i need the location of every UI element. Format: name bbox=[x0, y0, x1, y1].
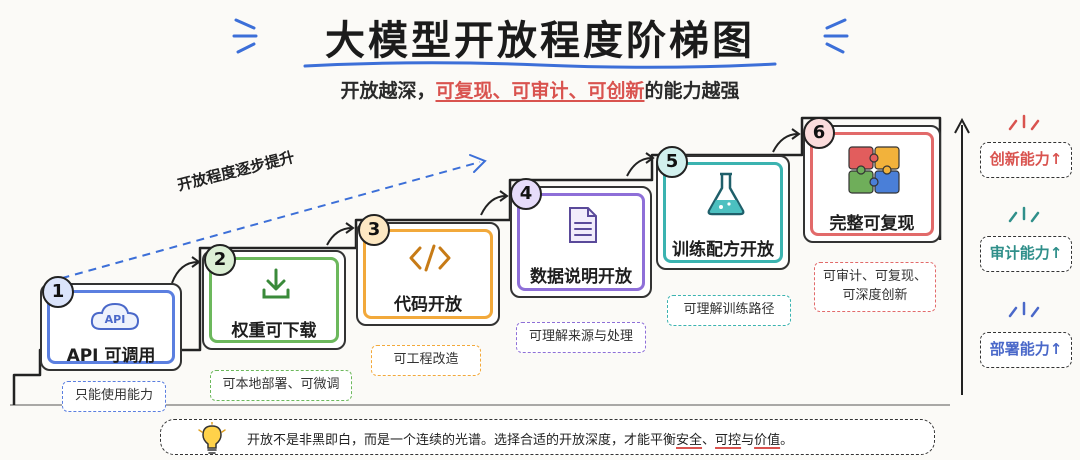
document-icon bbox=[569, 207, 597, 243]
download-icon bbox=[262, 268, 290, 299]
deployment-capability-label: 部署能力↑ bbox=[980, 332, 1072, 368]
step-3-badge: 3 bbox=[358, 214, 390, 246]
bottom-note-safe: 安全 bbox=[676, 433, 703, 448]
step-5-note: 可理解训练路径 bbox=[667, 295, 791, 326]
step-1-box: API API 可调用 bbox=[40, 283, 182, 371]
innovation-capability-label: 创新能力↑ bbox=[980, 142, 1072, 178]
bottom-note-text: 开放不是非黑即白，而是一个连续的光谱。选择合适的开放深度，才能平衡安全、可控与价… bbox=[247, 429, 793, 448]
step-6-box: 完整可复现 bbox=[803, 125, 941, 243]
page-title: 大模型开放程度阶梯图 bbox=[325, 18, 755, 64]
step-4-badge: 4 bbox=[510, 178, 542, 210]
bottom-note-bar: 开放不是非黑即白，而是一个连续的光谱。选择合适的开放深度，才能平衡安全、可控与价… bbox=[160, 419, 935, 455]
subtitle-part3: 的能力越强 bbox=[644, 80, 740, 102]
bottom-note-part1: 开放不是非黑即白，而是一个连续的光谱。选择合适的开放深度，才能平衡 bbox=[247, 433, 677, 448]
step-2-note: 可本地部署、可微调 bbox=[210, 370, 352, 401]
step-2-badge: 2 bbox=[204, 244, 236, 276]
subtitle-part1: 开放越深， bbox=[340, 80, 436, 102]
bottom-note-sep2: 与 bbox=[741, 433, 755, 448]
bottom-note-control: 可控 bbox=[715, 433, 742, 448]
spark-right-decoration bbox=[823, 18, 849, 54]
step-6-badge: 6 bbox=[803, 117, 835, 149]
spark-teal-decoration bbox=[1008, 206, 1040, 223]
step-1-note: 只能使用能力 bbox=[62, 381, 166, 412]
step-3-note: 可工程改造 bbox=[371, 345, 481, 376]
step-6-note: 可审计、可复现、 可深度创新 bbox=[814, 262, 936, 312]
audit-capability-label: 审计能力↑ bbox=[980, 236, 1072, 272]
step-2-box: 权重可下载 bbox=[202, 250, 346, 350]
step-6-note-line-2: 可深度创新 bbox=[842, 287, 908, 303]
puzzle-icon bbox=[848, 146, 900, 194]
cloud-icon-text: API bbox=[105, 313, 126, 326]
step-6-title: 完整可复现 bbox=[829, 214, 915, 234]
bottom-note-value: 价值 bbox=[754, 433, 781, 448]
step-6-note-line-1: 可审计、可复现、 bbox=[822, 269, 927, 284]
step-4-note: 可理解来源与处理 bbox=[516, 322, 646, 353]
step-1-badge: 1 bbox=[42, 276, 74, 308]
title-underline bbox=[303, 61, 777, 69]
spark-left-decoration bbox=[232, 18, 258, 54]
flask-icon bbox=[707, 172, 745, 216]
step-4-title: 数据说明开放 bbox=[530, 267, 632, 287]
step-5-title: 训练配方开放 bbox=[672, 240, 774, 260]
step-5-badge: 5 bbox=[656, 146, 688, 178]
spark-blue-decoration bbox=[1008, 301, 1040, 318]
spark-red-decoration bbox=[1008, 114, 1040, 131]
bottom-note-end: 。 bbox=[780, 433, 794, 448]
code-icon bbox=[409, 244, 451, 272]
subtitle-highlight: 可复现、可审计、可创新 bbox=[435, 80, 645, 102]
step-1-title: API 可调用 bbox=[66, 346, 156, 366]
subtitle: 开放越深，可复现、可审计、可创新的能力越强 bbox=[0, 76, 1080, 103]
step-3-title: 代码开放 bbox=[394, 295, 462, 315]
lightbulb-icon bbox=[198, 422, 226, 454]
step-2-title: 权重可下载 bbox=[231, 321, 317, 341]
cloud-icon: API bbox=[90, 302, 140, 330]
bottom-note-sep1: 、 bbox=[702, 433, 716, 448]
